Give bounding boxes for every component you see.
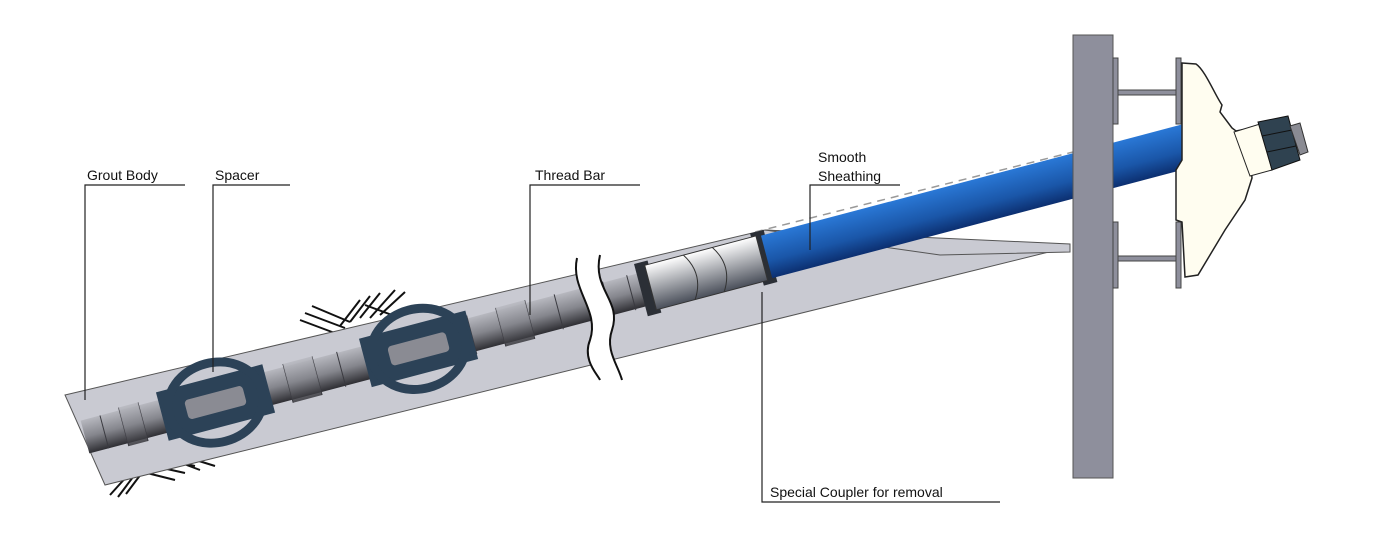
label-thread-bar: Thread Bar — [535, 167, 605, 183]
label-spacer: Spacer — [215, 167, 260, 183]
break-symbol — [574, 254, 623, 381]
dashed-line — [754, 151, 1074, 233]
anchor-nut — [1257, 115, 1309, 171]
spacer-1 — [155, 357, 276, 448]
label-grout-body: Grout Body — [87, 167, 158, 183]
label-sheathing: Sheathing — [818, 168, 881, 184]
soil-hatch-upper — [299, 289, 406, 336]
leader-lines — [84, 184, 1000, 503]
bearing-brackets — [1112, 57, 1182, 289]
spacer-2 — [358, 303, 479, 394]
label-special-coupler: Special Coupler for removal — [770, 484, 943, 500]
label-smooth: Smooth — [818, 149, 866, 165]
wall-plate — [1072, 34, 1114, 479]
